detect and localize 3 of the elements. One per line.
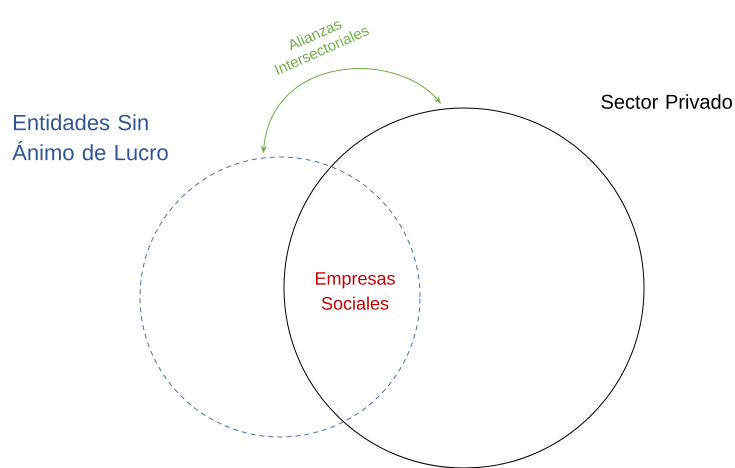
- node-label: Sector Privado: [601, 94, 732, 109]
- overlap-label: Empresas Sociales: [316, 272, 395, 310]
- node-label: Entidades Sin Ánimo de Lucro: [12, 114, 168, 160]
